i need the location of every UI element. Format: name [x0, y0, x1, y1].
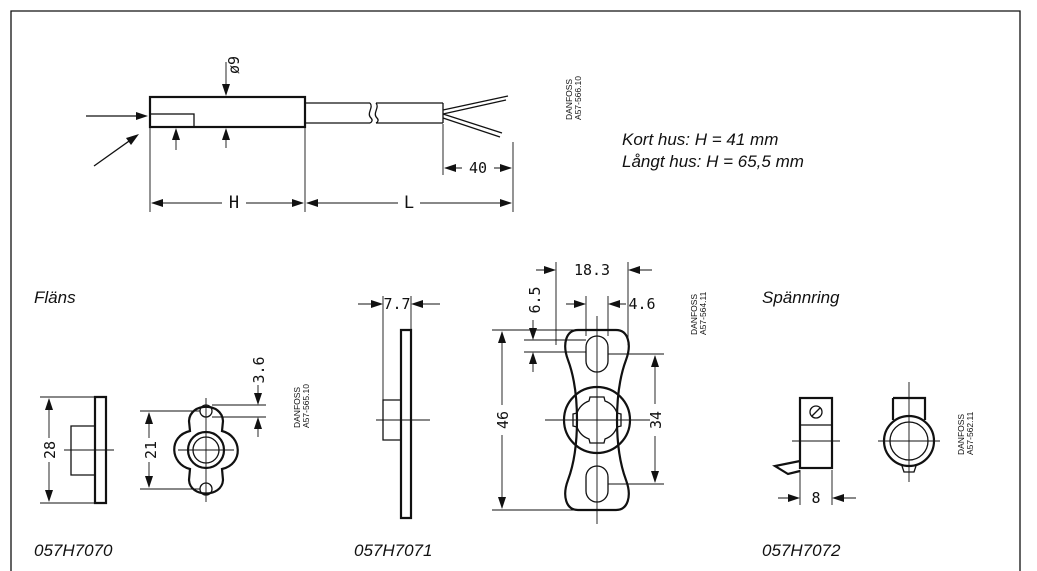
- flange-drawing: Fläns 28 21 3.6 DANFOSS A57-565.10: [34, 288, 311, 560]
- svg-text:DANFOSS A57-562.11: DANFOSS A57-562.11: [956, 411, 975, 455]
- sensor-lead-label: 40: [469, 159, 487, 177]
- ring-part-number: 057H7072: [762, 541, 841, 560]
- plate-drawing: 7.7 18.3 4.6 6.5 46 34: [354, 261, 708, 560]
- flange-code-line2: A57-565.10: [301, 384, 311, 428]
- flange-dim-36: 3.6: [250, 356, 268, 383]
- sensor-h-label: H: [229, 193, 239, 213]
- flange-code-line1: DANFOSS: [292, 387, 302, 428]
- ring-title: Spännring: [762, 288, 840, 307]
- sensor-l-label: L: [404, 193, 414, 213]
- plate-dim-183: 18.3: [574, 261, 610, 279]
- plate-dim-65: 6.5: [526, 286, 544, 313]
- ring-dim-8: 8: [811, 489, 820, 507]
- sensor-drawing: ø9 H L 40 DANFOSS A57-566.10 Kort hus: H…: [86, 56, 804, 213]
- flange-title: Fläns: [34, 288, 76, 307]
- flange-dim-21: 21: [142, 441, 160, 459]
- svg-text:DANFOSS A57-566.10: DANFOSS A57-566.10: [564, 76, 583, 120]
- sensor-diameter-label: ø9: [225, 56, 243, 74]
- sensor-code-line1: DANFOSS: [564, 79, 574, 120]
- ring-code-line2: A57-562.11: [965, 411, 975, 455]
- flange-dim-28: 28: [41, 441, 59, 459]
- plate-part-number: 057H7071: [354, 541, 432, 560]
- svg-text:DANFOSS A57-565.10: DANFOSS A57-565.10: [292, 384, 311, 428]
- sensor-code-line2: A57-566.10: [573, 76, 583, 120]
- drawing-border: [10, 10, 1021, 571]
- plate-dim-34: 34: [647, 411, 665, 429]
- svg-text:DANFOSS A57-564.11: DANFOSS A57-564.11: [689, 291, 708, 335]
- ring-drawing: Spännring 8 DANFOSS A57-562.11 057H7072: [762, 288, 975, 560]
- plate-dim-77: 7.7: [383, 295, 410, 313]
- plate-code-line2: A57-564.11: [698, 291, 708, 335]
- sensor-note-short: Kort hus: H = 41 mm: [622, 130, 778, 149]
- ring-code-line1: DANFOSS: [956, 414, 966, 455]
- plate-code-line1: DANFOSS: [689, 294, 699, 335]
- sensor-note-long: Långt hus: H = 65,5 mm: [622, 152, 804, 171]
- plate-dim-46a: 4.6: [628, 295, 655, 313]
- plate-dim-46: 46: [494, 411, 512, 429]
- flange-part-number: 057H7070: [34, 541, 113, 560]
